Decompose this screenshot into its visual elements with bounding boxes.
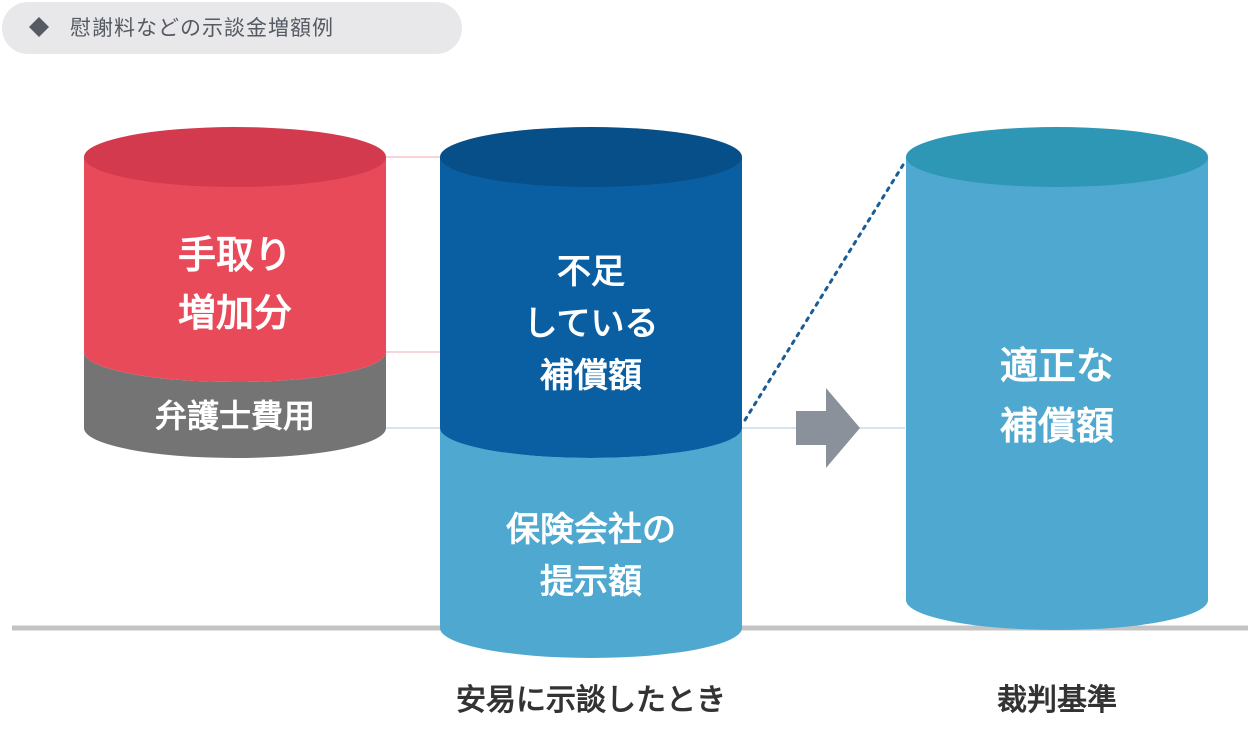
cylinder-middle-bottom: [440, 428, 742, 658]
cylinder-left: [84, 127, 386, 458]
cylinder-right: [906, 127, 1208, 630]
middle-top-label: 不足 している 補償額: [523, 252, 659, 396]
diamond-icon: [29, 17, 49, 37]
caption-middle: 安易に示談したとき: [456, 683, 726, 718]
cylinder-middle: [440, 127, 742, 658]
title-text: 慰謝料などの示談金増額例: [70, 16, 334, 40]
caption-right: 裁判基準: [997, 683, 1117, 718]
cylinder-right-body: [906, 157, 1208, 630]
cylinder-middle-cap: [440, 127, 742, 187]
dotted-connector: [743, 163, 905, 422]
cylinder-left-cap: [84, 127, 386, 187]
left-top-label: 手取り 増加分: [177, 233, 292, 335]
left-bottom-label: 弁護士費用: [154, 397, 315, 435]
middle-bottom-label: 保険会社の 提示額: [506, 510, 676, 602]
cylinder-middle-top: [440, 157, 742, 458]
cylinder-left-bottom: [84, 352, 386, 458]
arrow-right-icon: [796, 388, 860, 468]
title-pill: 慰謝料などの示談金増額例: [2, 2, 462, 54]
cylinder-left-top: [84, 157, 386, 382]
cylinder-right-cap: [906, 127, 1208, 187]
right-label: 適正な 補償額: [999, 344, 1114, 448]
